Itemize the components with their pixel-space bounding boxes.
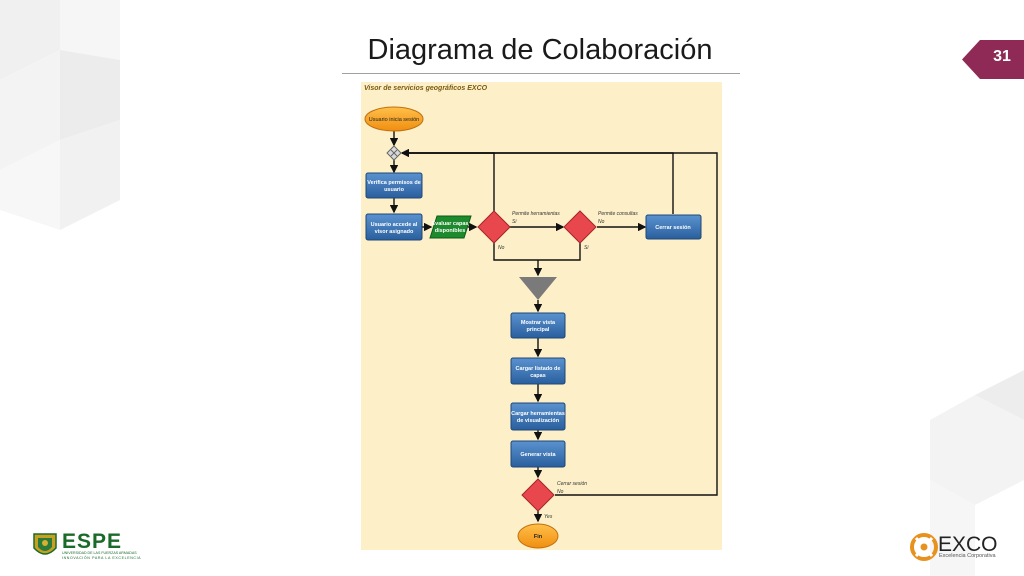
end-event <box>517 523 559 549</box>
label-allow-queries: Permite consultas <box>598 211 638 217</box>
slide-title: Diagrama de Colaboración <box>367 34 713 66</box>
end-event-label: Fin <box>534 534 543 540</box>
label-no-2: No <box>598 219 605 225</box>
espe-motto: INNOVACIÓN PARA LA EXCELENCIA <box>62 556 142 560</box>
label-si-1: Si <box>512 219 517 225</box>
task-evaluate-layers <box>429 215 472 239</box>
label-yes: Yes <box>544 514 553 520</box>
pool-title: Visor de servicios geográficos EXCO <box>364 85 488 92</box>
task-access-viewer <box>365 213 423 241</box>
label-no-1: No <box>498 245 505 251</box>
gateway-tools <box>477 210 511 244</box>
task-close-label: Cerrar sesión <box>655 225 691 231</box>
label-si-2: Si <box>584 245 589 251</box>
exco-logo <box>910 533 938 561</box>
task-verify-permissions <box>365 172 423 199</box>
espe-subtitle: UNIVERSIDAD DE LAS FUERZAS ARMADAS <box>62 551 137 555</box>
exco-tagline: Excelencia Corporativa <box>939 553 996 559</box>
task-generate-label: Generar vista <box>520 452 556 458</box>
collaboration-diagram: Visor de servicios geográficos EXCO Usua… <box>361 82 722 550</box>
exco-wordmark: EXCO <box>938 533 998 556</box>
label-close-session: Cerrar sesión <box>557 481 587 487</box>
start-event-label: Usuario inicia sesión <box>369 117 419 123</box>
start-event <box>364 106 424 132</box>
label-no-3: No <box>557 489 564 495</box>
merge-triangle <box>519 277 557 300</box>
task-load-layers <box>510 357 566 385</box>
merge-gateway <box>386 145 402 161</box>
title-divider <box>342 73 740 74</box>
label-allow-tools: Permite herramientas <box>512 211 560 217</box>
espe-wordmark: ESPE <box>62 530 123 553</box>
page-number: 31 <box>993 48 1011 65</box>
gateway-close-session <box>521 478 555 512</box>
espe-logo <box>33 533 57 555</box>
task-main-view <box>510 312 566 339</box>
task-generate-view <box>510 440 566 468</box>
task-load-tools <box>510 402 566 431</box>
task-close-session <box>645 214 702 240</box>
connectors <box>389 131 718 523</box>
gateway-queries <box>563 210 597 244</box>
